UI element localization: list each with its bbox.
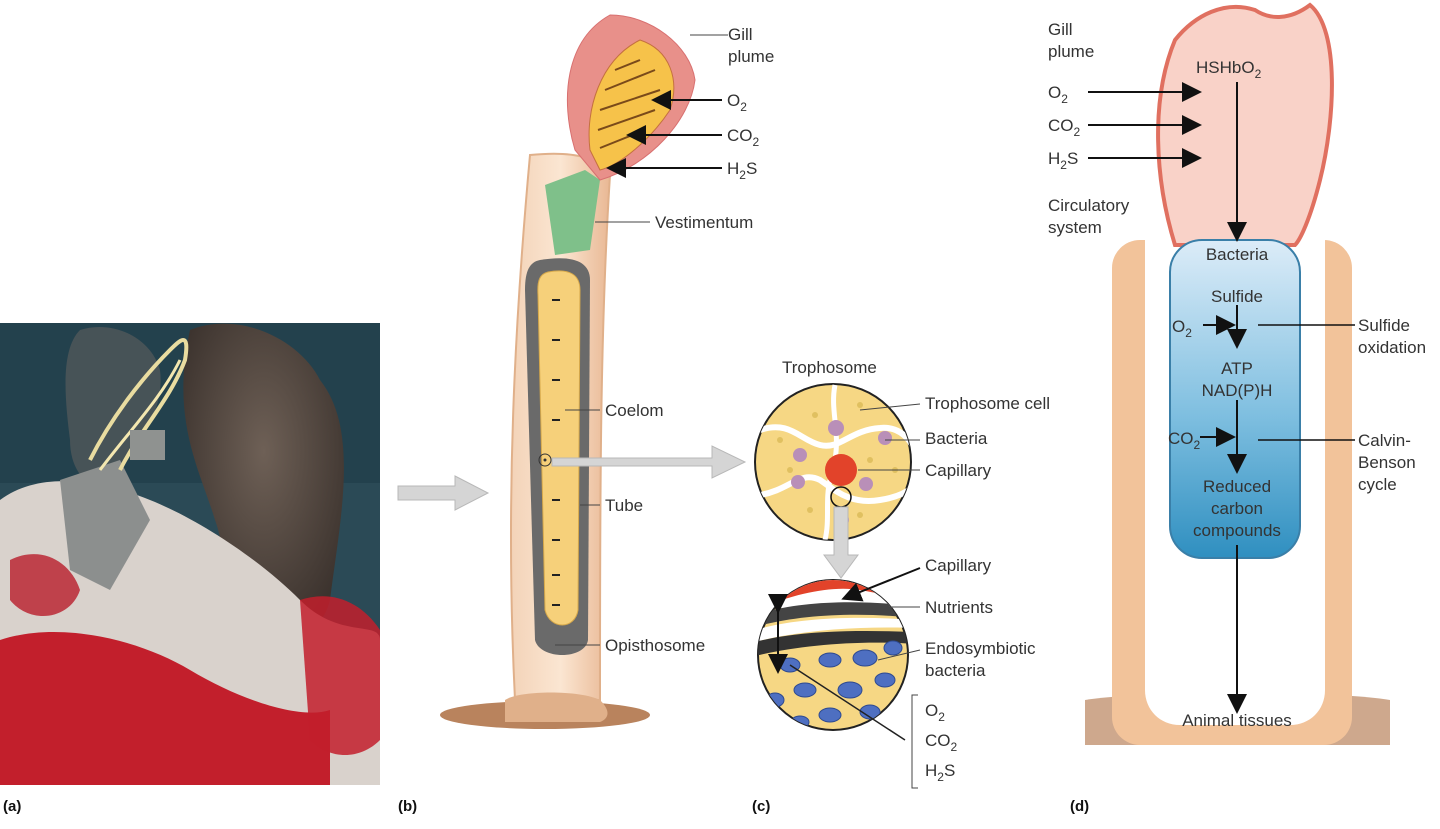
label-hshbo2: HSHbO2 xyxy=(1196,58,1262,81)
arrow-b-to-c xyxy=(551,445,747,479)
panel-label-b: (b) xyxy=(398,798,417,815)
label-co2-c: CO2 xyxy=(925,731,958,754)
tubeworm-anatomy xyxy=(440,14,696,729)
gill-plume-interior xyxy=(588,39,675,171)
label-o2-d: O2 xyxy=(1048,83,1068,106)
label-sulfide: Sulfide xyxy=(1211,287,1263,306)
photo-panel-a xyxy=(0,323,380,785)
cell-nucleus xyxy=(828,420,844,436)
vestimentum xyxy=(545,170,600,255)
trophosome-organ xyxy=(537,270,581,626)
arrow-a-to-b xyxy=(397,475,490,511)
label-animal-tissues: Animal tissues xyxy=(1182,711,1292,730)
label-h2s-d: H2S xyxy=(1048,149,1078,172)
label-nutrients: Nutrients xyxy=(925,598,993,617)
label-nadph: NAD(P)H xyxy=(1202,381,1273,400)
label-bacteria-c: Bacteria xyxy=(925,429,988,448)
label-trophosome-cell: Trophosome cell xyxy=(925,394,1050,413)
label-co2-d: CO2 xyxy=(1048,116,1081,139)
panel-label-a: (a) xyxy=(3,798,21,815)
label-capillary-c2: Capillary xyxy=(925,556,992,575)
metabolic-schematic xyxy=(1085,2,1390,745)
panel-c-labels-top: Trophosome cell Bacteria Capillary xyxy=(858,394,1050,480)
label-o2-c: O2 xyxy=(925,701,945,724)
label-o2-inner: O2 xyxy=(1172,317,1192,340)
label-trophosome: Trophosome xyxy=(782,358,877,377)
label-coelom: Coelom xyxy=(605,401,664,420)
submersible-arm xyxy=(60,460,150,590)
label-h2s-b: H2S xyxy=(727,159,757,182)
label-h2s-c: H2S xyxy=(925,761,955,784)
label-tube: Tube xyxy=(605,496,643,515)
panel-label-d: (d) xyxy=(1070,798,1089,815)
label-co2-inner: CO2 xyxy=(1168,429,1201,452)
black-smoker-plume xyxy=(183,323,344,644)
label-atp: ATP xyxy=(1221,359,1253,378)
label-o2-b: O2 xyxy=(727,91,747,114)
trophosome-cross-section xyxy=(754,383,912,541)
label-capillary-c: Capillary xyxy=(925,461,992,480)
panel-label-c: (c) xyxy=(752,798,770,815)
arrow-zoom-down xyxy=(823,506,859,579)
label-bacteria-d: Bacteria xyxy=(1206,245,1269,264)
gill-plume-d xyxy=(1156,2,1334,247)
label-opisthosome: Opisthosome xyxy=(605,636,705,655)
sample-site-marker xyxy=(538,453,552,467)
capillary-cross-section xyxy=(825,454,857,486)
capillary-detail xyxy=(757,579,909,741)
label-co2-b: CO2 xyxy=(727,126,760,149)
label-vestimentum: Vestimentum xyxy=(655,213,753,232)
